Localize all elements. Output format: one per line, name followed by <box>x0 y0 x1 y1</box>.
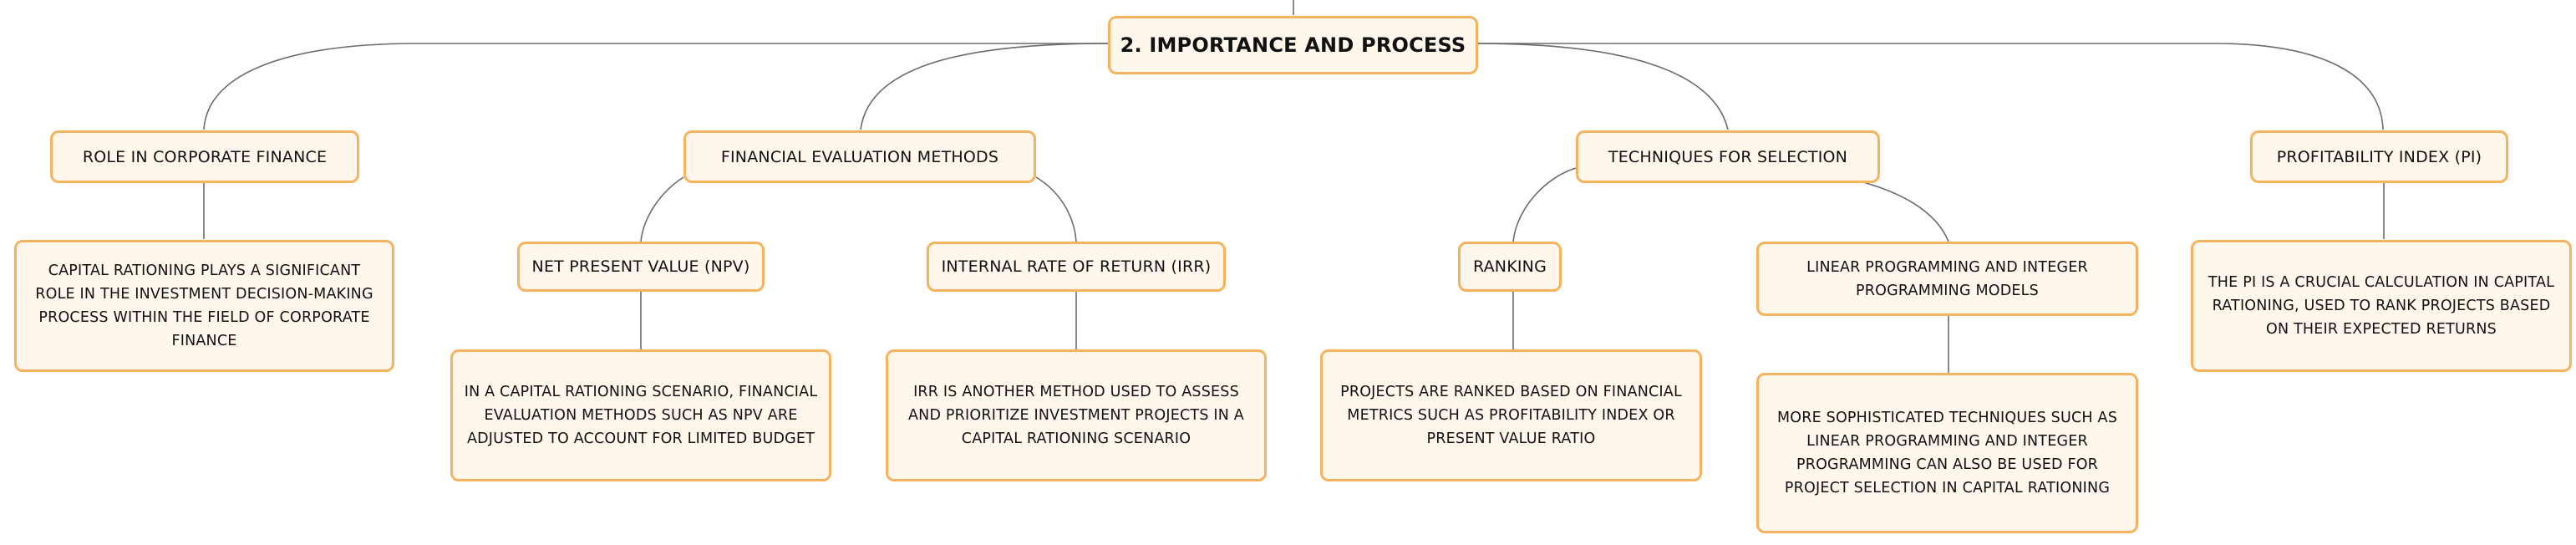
connector-root-techniques <box>1477 43 1729 130</box>
connector-methods-npv <box>640 176 684 242</box>
note-profitability-index[interactable]: THE PI IS A CRUCIAL CALCULATION IN CAPIT… <box>2191 240 2572 372</box>
subtopic-npv[interactable]: NET PRESENT VALUE (NPV) <box>517 242 765 292</box>
subtopic-irr[interactable]: INTERNAL RATE OF RETURN (IRR) <box>927 242 1226 292</box>
note-role-in-corporate-finance[interactable]: CAPITAL RATIONING PLAYS A SIGNIFICANT RO… <box>14 240 394 372</box>
topic-role-in-corporate-finance[interactable]: ROLE IN CORPORATE FINANCE <box>50 130 359 183</box>
connector-root-role <box>203 43 1108 130</box>
note-irr[interactable]: IRR IS ANOTHER METHOD USED TO ASSESS AND… <box>886 349 1267 481</box>
note-linear-programming[interactable]: MORE SOPHISTICATED TECHNIQUES SUCH AS LI… <box>1756 373 2138 533</box>
connector-techniques-lp <box>1862 181 1949 242</box>
subtopic-linear-programming[interactable]: LINEAR PROGRAMMING AND INTEGER PROGRAMMI… <box>1756 242 2138 316</box>
connector-methods-irr <box>1035 176 1077 242</box>
note-npv[interactable]: IN A CAPITAL RATIONING SCENARIO, FINANCI… <box>450 349 831 481</box>
subtopic-ranking[interactable]: RANKING <box>1458 242 1562 292</box>
topic-profitability-index[interactable]: PROFITABILITY INDEX (PI) <box>2250 130 2508 183</box>
connector-techniques-ranking <box>1512 166 1580 242</box>
connector-root-methods <box>860 43 1109 130</box>
connector-root-pi <box>1478 43 2384 130</box>
root-node[interactable]: 2. IMPORTANCE AND PROCESS <box>1108 16 1478 74</box>
topic-techniques-for-selection[interactable]: TECHNIQUES FOR SELECTION <box>1576 130 1880 183</box>
note-ranking[interactable]: PROJECTS ARE RANKED BASED ON FINANCIAL M… <box>1320 349 1702 481</box>
topic-financial-evaluation-methods[interactable]: FINANCIAL EVALUATION METHODS <box>683 130 1036 183</box>
